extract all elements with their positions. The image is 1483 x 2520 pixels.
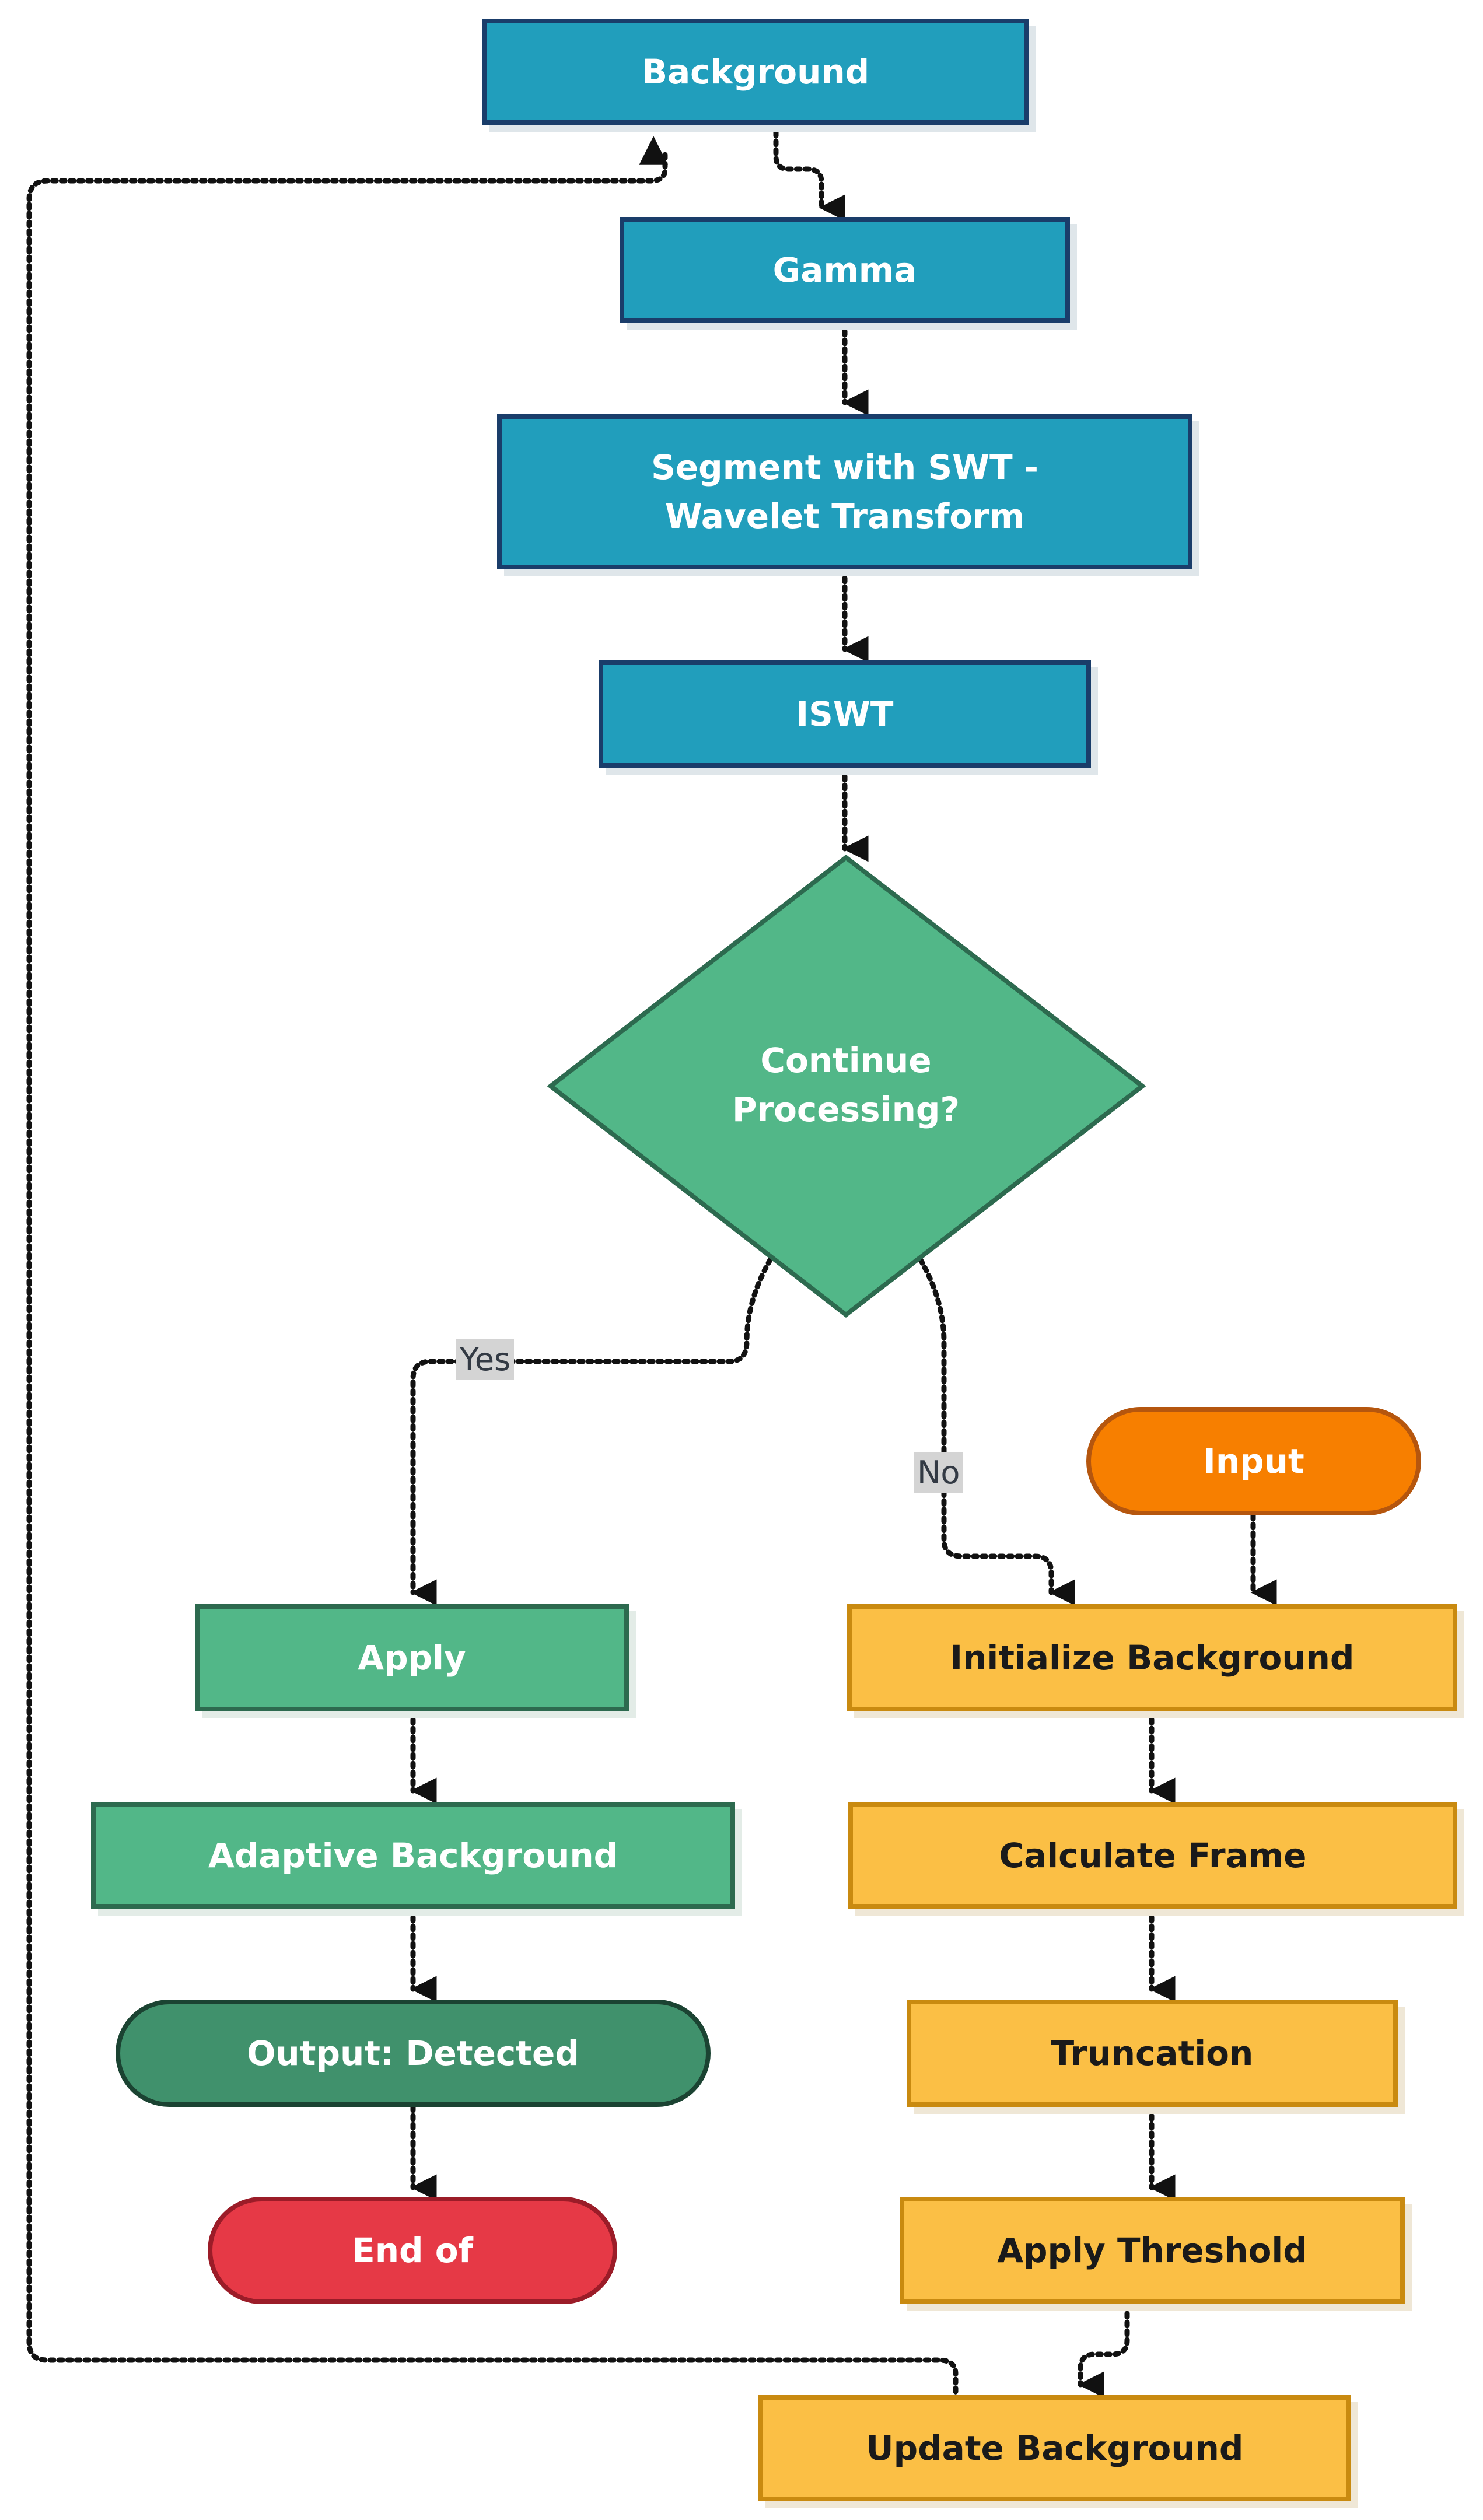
node-initialize-background[interactable]: Initialize Background (847, 1604, 1457, 1712)
decision-diamond (547, 854, 1146, 1318)
node-adaptive-background[interactable]: Adaptive Background (91, 1803, 735, 1909)
node-iswt[interactable]: ISWT (599, 660, 1091, 768)
node-segment-swt[interactable]: Segment with SWT - Wavelet Transform (497, 414, 1192, 569)
edge-label-no: No (914, 1452, 964, 1493)
edge-threshold-update (1078, 2302, 1130, 2398)
node-apply-threshold[interactable]: Apply Threshold (900, 2197, 1405, 2304)
node-gamma[interactable]: Gamma (620, 217, 1070, 323)
edge-decision-apply-yes (410, 1257, 773, 1606)
node-update-background[interactable]: Update Background (758, 2395, 1351, 2501)
node-output-detected[interactable]: Output: Detected (116, 2000, 711, 2107)
edge-label-yes: Yes (456, 1339, 515, 1380)
edge-background-gamma (773, 121, 845, 221)
node-background[interactable]: Background (482, 19, 1029, 125)
node-calculate-frame[interactable]: Calculate Frame (848, 1803, 1457, 1909)
edge-decision-init-no (918, 1257, 1075, 1606)
node-truncation[interactable]: Truncation (907, 2000, 1398, 2107)
decision-label: Continue Processing? (732, 1041, 960, 1129)
edge-update-background-loop (26, 136, 959, 2421)
node-input[interactable]: Input (1086, 1407, 1421, 1516)
node-apply[interactable]: Apply (195, 1604, 629, 1712)
node-end[interactable]: End of (208, 2197, 617, 2304)
